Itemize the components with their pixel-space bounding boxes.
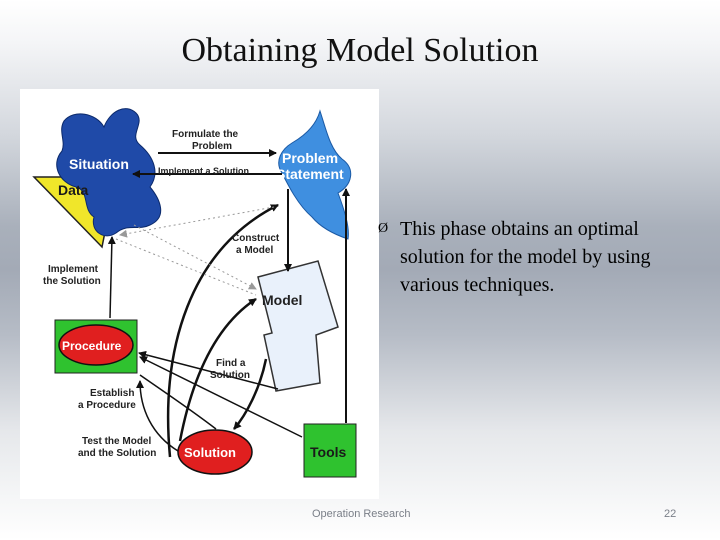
label-formulate-line1: Formulate the [172, 129, 239, 140]
slide-title: Obtaining Model Solution [181, 32, 539, 69]
arrow-tools-to-procedure [139, 356, 303, 438]
label-implement-solution: Implement a Solution [158, 166, 249, 176]
node-procedure: Procedure [62, 339, 122, 353]
diagram-canvas: Situation Data Problem Statement Model P… [32, 108, 357, 478]
arrow-establish [139, 374, 217, 430]
node-model: Model [262, 292, 302, 308]
node-solution: Solution [184, 445, 236, 460]
dotted-solution-to-model [115, 238, 257, 296]
arrow-find-solution [233, 358, 268, 430]
footer-text: Operation Research [312, 508, 411, 520]
bullet-text: This phase obtains an optimal solution f… [400, 218, 651, 296]
label-establish-line2: a Procedure [78, 400, 136, 411]
arrow-test [136, 380, 179, 452]
arrow-model-to-procedure [138, 350, 279, 390]
label-implement-line2: the Solution [43, 276, 101, 287]
bullet-point: Ø This phase obtains an optimal solution… [378, 215, 678, 299]
label-implement-line1: Implement [48, 264, 99, 275]
procedure-ellipse [58, 324, 134, 366]
label-find-line1: Find a [216, 358, 246, 369]
label-establish-line1: Establish [90, 388, 134, 399]
label-construct-line2: a Model [236, 245, 273, 256]
node-problem-line2: Statement [276, 166, 344, 182]
label-find-line2: Solution [210, 370, 250, 381]
arrow-solution-to-problem [166, 203, 279, 458]
label-test-line2: and the Solution [78, 448, 156, 459]
label-formulate-line2: Problem [192, 141, 232, 152]
label-construct-line1: Construct [232, 233, 280, 244]
node-tools: Tools [310, 444, 347, 460]
arrow-procedure-to-situation [107, 236, 116, 319]
model-shape [257, 260, 339, 392]
solution-ellipse [177, 429, 253, 475]
label-test-line1: Test the Model [82, 436, 151, 447]
modeling-process-diagram: Situation Data Problem Statement Model P… [20, 89, 379, 499]
node-data: Data [58, 182, 89, 198]
dotted-problem-to-situation [119, 206, 275, 238]
page-number: 22 [664, 508, 677, 520]
arrow-solution-to-model [178, 297, 257, 442]
arrow-bullet-icon: Ø [378, 221, 389, 236]
situation-shape [56, 108, 162, 237]
node-problem-line1: Problem [282, 150, 338, 166]
tools-box [303, 423, 357, 478]
node-situation: Situation [69, 156, 129, 172]
problem-statement-shape [278, 109, 352, 240]
